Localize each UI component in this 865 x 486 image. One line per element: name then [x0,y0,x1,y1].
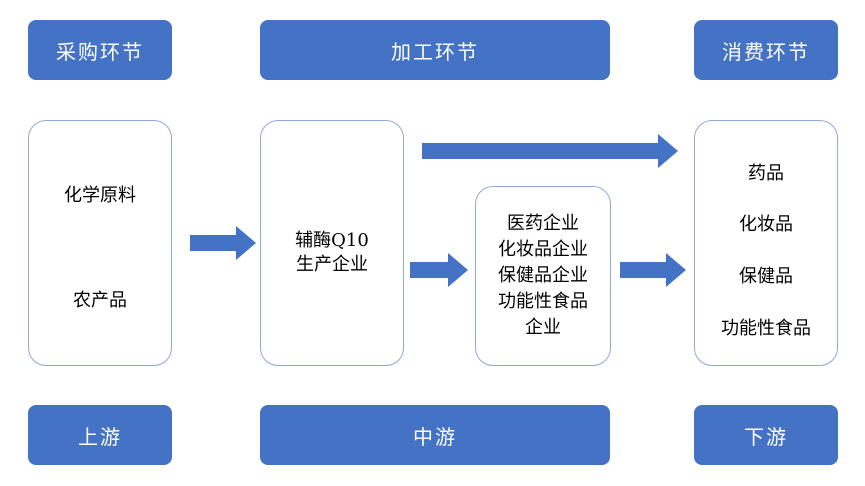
enterprises-box: 医药企业 化妆品企业 保健品企业 功能性食品 企业 [475,186,611,366]
product-health-supplements: 保健品 [739,266,793,287]
product-cosmetics: 化妆品 [739,214,793,235]
producer-line-1: 辅酶Q10 [295,230,369,251]
header-processing: 加工环节 [260,20,610,80]
products-box: 药品 化妆品 保健品 功能性食品 [694,120,838,366]
enterprise-line-5: 企业 [525,317,561,338]
enterprise-line-1: 医药企业 [507,213,579,234]
footer-downstream: 下游 [694,405,838,465]
arrow-enterprises-to-products [620,253,686,287]
raw-chemicals-label: 化学原料 [64,185,136,206]
enterprise-line-3: 保健品企业 [498,265,588,286]
arrow-producer-to-enterprises [410,253,468,287]
footer-midstream: 中游 [260,405,610,465]
enterprise-line-4: 功能性食品 [498,291,588,312]
footer-upstream: 上游 [28,405,172,465]
enterprise-line-2: 化妆品企业 [498,239,588,260]
producer-box: 辅酶Q10 生产企业 [260,120,404,366]
product-functional-food: 功能性食品 [721,318,811,339]
header-consumption: 消费环节 [694,20,838,80]
agricultural-products-label: 农产品 [73,290,127,311]
producer-line-2: 生产企业 [296,254,368,275]
arrow-producer-to-products [422,134,678,168]
product-medicine: 药品 [748,163,784,184]
upstream-box: 化学原料 农产品 [28,120,172,366]
arrow-upstream-to-producer [190,226,256,260]
header-procurement: 采购环节 [28,20,172,80]
